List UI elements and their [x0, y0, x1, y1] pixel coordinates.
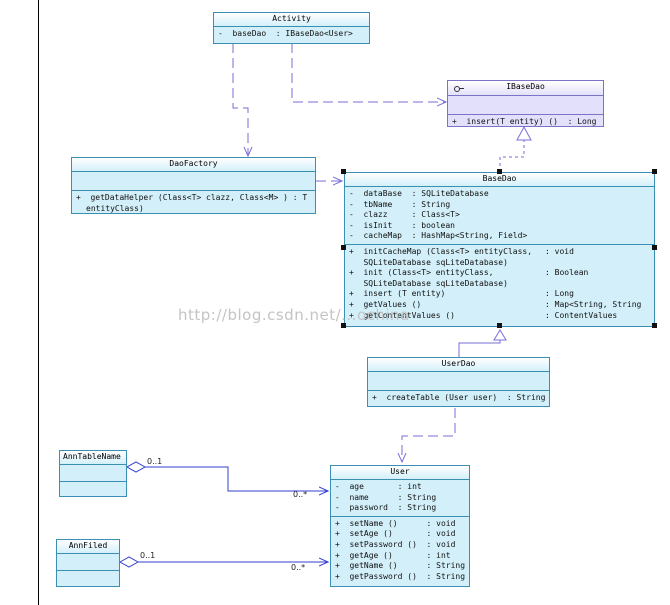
class-annfiled-attributes	[57, 554, 119, 571]
attribute-row: - age : int	[335, 482, 422, 491]
class-anntablename-attributes	[60, 465, 126, 482]
attribute-row: - isInit : boolean	[349, 220, 455, 230]
attribute-row: - clazz : Class<T>	[349, 210, 460, 220]
selection-handle[interactable]	[652, 245, 657, 250]
class-activity-attributes: - baseDao : IBaseDao<User>	[214, 27, 369, 42]
class-basedao-operations: + initCacheMap (Class<T> entityClass,: v…	[345, 245, 654, 323]
aggregation-diamond-anntablename	[125, 461, 147, 473]
attribute-row: - cacheMap : HashMap<String, Field>	[349, 231, 528, 241]
class-basedao-attributes: - dataBase : SQLiteDatabase - tbName : S…	[345, 187, 654, 245]
interface-icon	[454, 86, 464, 92]
class-activity-title: Activity	[214, 13, 369, 27]
operation-row: + getName () : String	[335, 561, 466, 571]
class-basedao[interactable]: BaseDao - dataBase : SQLiteDatabase - tb…	[344, 172, 655, 327]
operation-row: + createTable (User user) : String	[372, 393, 546, 402]
attribute-row: - tbName : String	[349, 199, 451, 209]
multiplicity-label: 0..1	[140, 551, 156, 560]
attribute-row: - baseDao : IBaseDao<User>	[218, 29, 353, 38]
selection-handle[interactable]	[341, 245, 346, 250]
interface-ibasedao[interactable]: IBaseDao + insert(T entity) () : Long	[447, 80, 604, 127]
class-daofactory-title: DaoFactory	[72, 158, 315, 172]
realization-triangle	[516, 125, 532, 141]
attribute-row: - name : String	[335, 492, 437, 502]
assoc-anntablename-user	[145, 466, 328, 491]
class-user-operations: + setName () : void + setAge () : void +…	[331, 517, 469, 585]
operation-row: + getContentValues (): ContentValues	[349, 310, 618, 320]
class-daofactory-operations: + getDataHelper (Class<T> clazz, Class<M…	[72, 191, 315, 216]
operation-row: + getAge () : int	[335, 550, 451, 560]
multiplicity-label: 0..1	[147, 457, 163, 466]
aggregation-diamond-annfiled	[118, 556, 140, 568]
class-userdao[interactable]: UserDao + createTable (User user) : Stri…	[367, 357, 550, 407]
class-userdao-title: UserDao	[368, 358, 549, 372]
operation-row: + insert (T entity): Long	[349, 289, 574, 299]
operation-row: + getValues (): Map<String, String	[349, 299, 642, 309]
interface-ibasedao-attributes	[448, 96, 603, 115]
selection-handle[interactable]	[652, 323, 657, 328]
operation-row: + getPassword () : String	[335, 571, 466, 581]
class-annfiled-title: AnnFiled	[57, 540, 119, 554]
class-daofactory-attributes	[72, 172, 315, 191]
multiplicity-label: 0..*	[293, 490, 308, 499]
selection-handle[interactable]	[497, 323, 502, 328]
operation-row: + setPassword () : void	[335, 539, 456, 549]
class-activity[interactable]: Activity - baseDao : IBaseDao<User>	[213, 12, 370, 44]
dep-userdao-user	[402, 408, 456, 462]
generalization-userdao-basedao	[458, 340, 501, 357]
left-margin-line	[38, 0, 39, 605]
class-anntablename-operations	[60, 482, 126, 498]
class-anntablename[interactable]: AnnTableName	[59, 450, 127, 497]
operation-row: + insert(T entity) () : Long	[452, 117, 597, 126]
operation-row: + initCacheMap (Class<T> entityClass,: v…	[349, 246, 574, 256]
attribute-row: - dataBase : SQLiteDatabase	[349, 189, 489, 198]
operation-row: SQLiteDatabase sqLiteDatabase)	[349, 257, 508, 267]
multiplicity-label: 0..*	[291, 563, 306, 572]
operation-row: + setName () : void	[335, 518, 456, 528]
class-userdao-operations: + createTable (User user) : String	[368, 391, 549, 406]
class-user-title: User	[331, 466, 469, 480]
class-user-attributes: - age : int - name : String - password :…	[331, 480, 469, 517]
interface-ibasedao-operations: + insert(T entity) () : Long	[448, 115, 603, 130]
operation-row: + getDataHelper (Class<T> clazz, Class<M…	[76, 193, 308, 202]
attribute-row: - password : String	[335, 503, 437, 513]
class-annfiled[interactable]: AnnFiled	[56, 539, 120, 587]
selection-handle[interactable]	[652, 169, 657, 174]
operation-row: + init (Class<T> entityClass,: Boolean	[349, 268, 589, 278]
operation-row: + setAge () : void	[335, 529, 456, 539]
class-annfiled-operations	[57, 571, 119, 587]
selection-handle[interactable]	[341, 323, 346, 328]
dep-activity-daofactory	[232, 43, 248, 156]
class-anntablename-title: AnnTableName	[60, 451, 126, 465]
class-user[interactable]: User - age : int - name : String - passw…	[330, 465, 470, 587]
selection-handle[interactable]	[497, 169, 502, 174]
realization-basedao-ibasedao	[499, 140, 525, 172]
operation-row: SQLiteDatabase sqLiteDatabase)	[349, 278, 508, 288]
class-userdao-attributes	[368, 372, 549, 391]
generalization-triangle	[493, 329, 507, 341]
interface-ibasedao-title: IBaseDao	[448, 81, 603, 96]
operation-row-continuation: entityClass)	[86, 203, 144, 213]
watermark: http://blog.csdn.net/...ochina	[178, 306, 410, 324]
selection-handle[interactable]	[341, 169, 346, 174]
dep-activity-ibasedao	[291, 43, 446, 102]
class-daofactory[interactable]: DaoFactory + getDataHelper (Class<T> cla…	[71, 157, 316, 214]
class-basedao-title: BaseDao	[345, 173, 654, 187]
